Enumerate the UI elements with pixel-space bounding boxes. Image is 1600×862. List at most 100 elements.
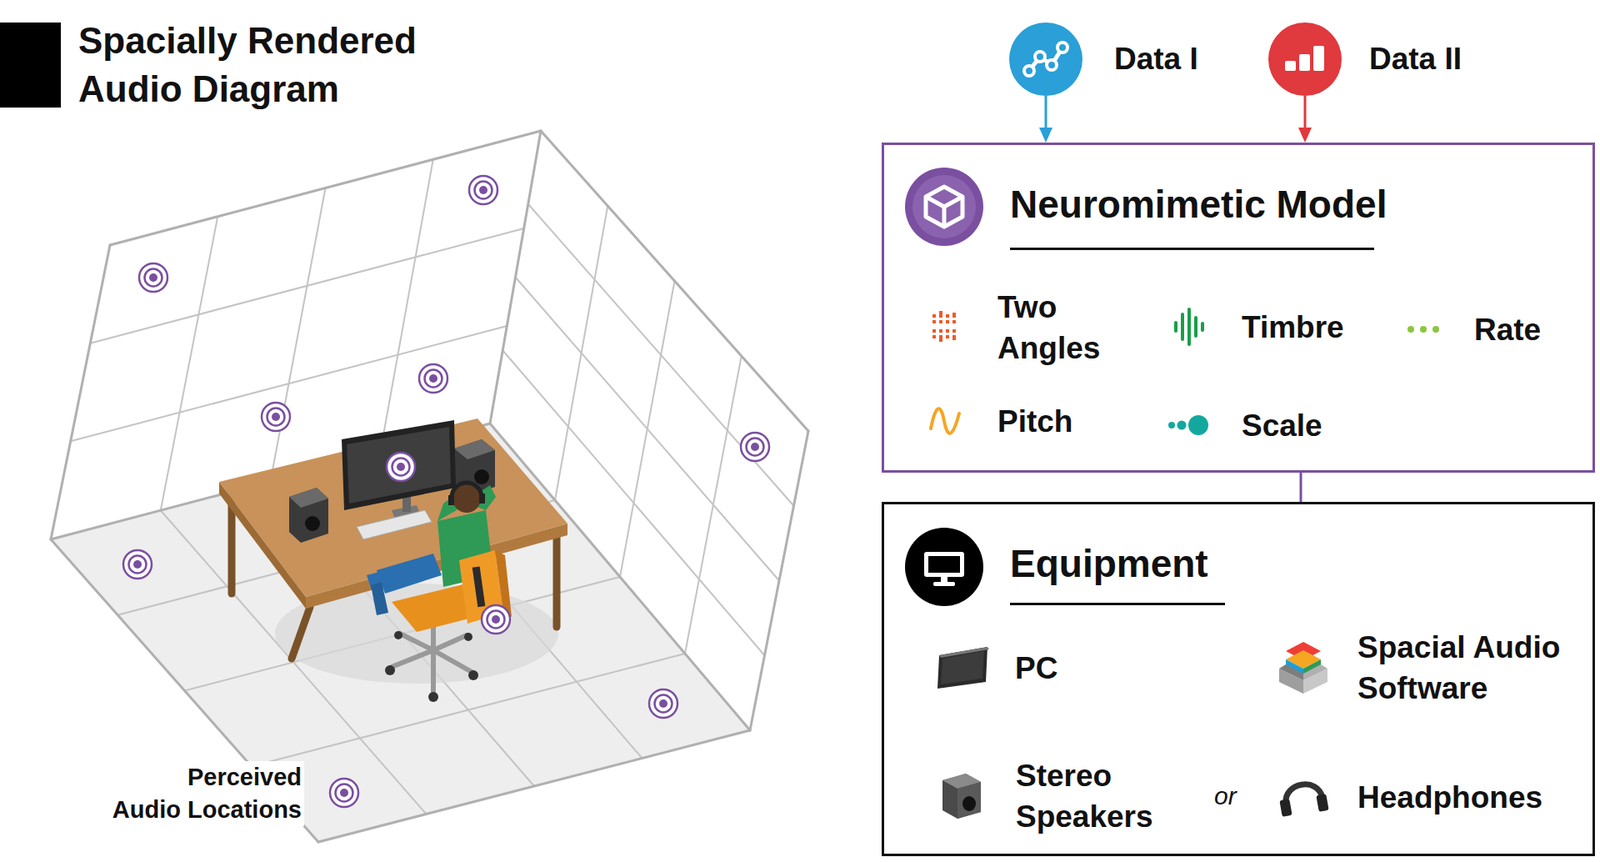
- item-icon: [1402, 308, 1445, 350]
- item-icon: [1299, 54, 1310, 71]
- heading-underline: [1010, 247, 1375, 250]
- item-icon: [1057, 42, 1068, 53]
- panel-icon: [905, 527, 984, 606]
- item-icon: [952, 329, 956, 333]
- monitor: [341, 420, 456, 510]
- item-icon: [939, 320, 943, 324]
- audio-location-marker: [491, 615, 500, 624]
- item-label: PC: [1015, 647, 1058, 689]
- audio-location-marker: [750, 442, 760, 451]
- item-icon: [945, 314, 950, 318]
- item-icon: [1274, 767, 1333, 826]
- panel-icon: [928, 555, 960, 573]
- speaker-left: [305, 515, 320, 531]
- item-label: Headphones: [1357, 776, 1543, 818]
- item-icon: [1187, 309, 1191, 345]
- item-icon: [1165, 404, 1215, 446]
- person: [370, 581, 389, 615]
- person: [479, 493, 485, 504]
- person: [451, 482, 482, 499]
- feature-item: Two Angles: [925, 286, 1100, 369]
- connector-word: or: [1214, 780, 1237, 811]
- audio-location-marker: [429, 374, 438, 383]
- audio-location-marker: [396, 462, 405, 471]
- audio-location-marker: [425, 370, 443, 388]
- data-source: Data II: [1268, 22, 1462, 96]
- grid-line: [160, 216, 219, 511]
- item-icon: [924, 400, 966, 442]
- feature-item: Rate: [1402, 308, 1541, 350]
- panel-icon: [942, 206, 947, 227]
- grid-line: [380, 159, 434, 453]
- audio-location-marker: [335, 784, 354, 802]
- item-icon: [1407, 325, 1415, 333]
- panel-icon: [905, 527, 984, 606]
- grid-line: [528, 204, 795, 506]
- item-icon: [934, 638, 993, 697]
- audio-location-marker: [267, 408, 285, 426]
- monitor: [346, 426, 451, 504]
- item-icon: [962, 795, 976, 811]
- panel-icon: [912, 175, 976, 239]
- panel-icon: [905, 167, 984, 246]
- keyboard: [356, 510, 432, 540]
- item-text-group: Spacial Audio Software: [1357, 626, 1575, 709]
- item-icon: [932, 329, 936, 333]
- item-icon: [1303, 664, 1328, 680]
- chair: [400, 633, 434, 650]
- panel-icon: [905, 527, 984, 606]
- speaker-left: [289, 487, 329, 508]
- item-icon: [1268, 22, 1342, 96]
- item-icon: [1279, 664, 1304, 680]
- chair: [433, 635, 467, 650]
- chair-back: [472, 566, 486, 608]
- item-icon: [932, 766, 991, 825]
- speaker-right: [454, 439, 495, 460]
- item-text-group: Rate: [1474, 309, 1541, 350]
- person: [448, 495, 455, 505]
- item-label: Data I: [1114, 40, 1199, 78]
- audio-location-marker: [340, 788, 349, 797]
- item-icon: [1285, 60, 1296, 71]
- desk-top: [219, 418, 568, 597]
- flow-arrow-line: [1045, 95, 1048, 131]
- title-block-mark: [0, 22, 61, 108]
- item-icon: [1279, 798, 1292, 817]
- panel-icon: [925, 196, 963, 207]
- chair: [391, 620, 472, 692]
- item-icon: [942, 773, 981, 819]
- heading-underline: [1010, 602, 1225, 605]
- audio-location-marker: [271, 412, 280, 421]
- item-icon: [1009, 22, 1083, 96]
- item-icon: [1402, 308, 1445, 350]
- panel-heading: Equipment: [1010, 540, 1209, 586]
- item-label: Two Angles: [997, 286, 1100, 369]
- audio-location-marker: [330, 778, 359, 807]
- panel-icon: [905, 167, 984, 246]
- audio-location-marker: [481, 605, 510, 634]
- item-icon: [1188, 415, 1209, 435]
- item-icon: [952, 335, 956, 340]
- feature-item: Pitch: [924, 400, 1073, 442]
- item-icon: [945, 320, 950, 324]
- item-icon: [1200, 323, 1205, 330]
- item-icon: [924, 400, 966, 442]
- speaker-left: [289, 487, 329, 543]
- audio-location-marker: [139, 263, 168, 292]
- item-icon: [1035, 51, 1045, 62]
- arrow-head: [1298, 127, 1312, 143]
- item-text-group: Pitch: [997, 400, 1073, 442]
- feature-item: Stereo Speakers: [932, 755, 1154, 837]
- item-icon: [945, 329, 950, 333]
- room-edge: [50, 245, 110, 540]
- item-icon: [939, 310, 943, 318]
- room-edge: [318, 730, 750, 842]
- item-icon: [1165, 404, 1215, 446]
- feature-item: Scale: [1165, 404, 1323, 446]
- figure-label: Perceived Audio Locations: [99, 760, 305, 826]
- item-icon: [1046, 60, 1057, 70]
- item-label: Spacial Audio Software: [1357, 626, 1575, 709]
- item-text-group: Data II: [1369, 40, 1462, 78]
- item-icon: [957, 781, 981, 819]
